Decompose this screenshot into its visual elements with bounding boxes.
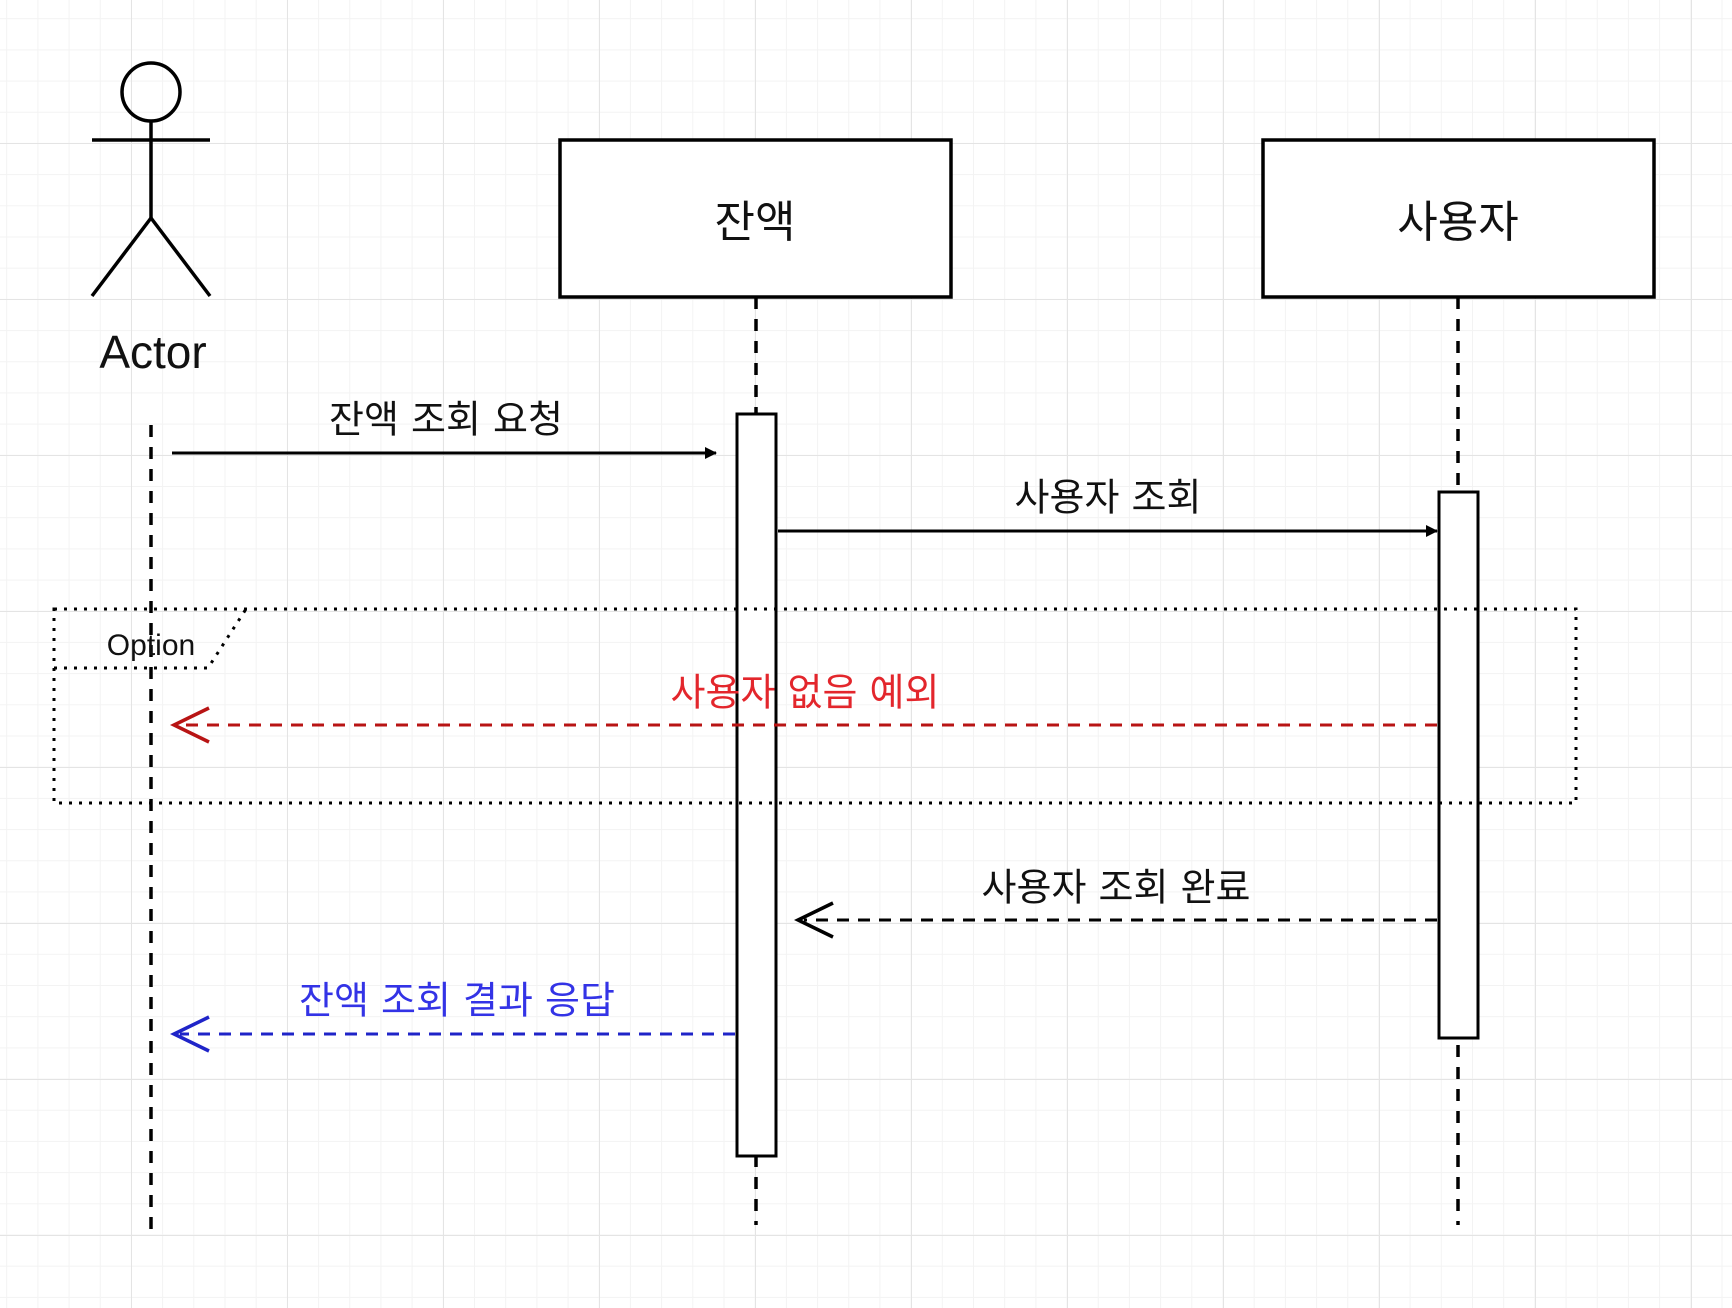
actor-left-leg bbox=[90, 216, 153, 298]
actor-label: Actor bbox=[99, 326, 207, 378]
balance-response-arrowhead bbox=[169, 1015, 210, 1053]
option-fragment-label: Option bbox=[106, 629, 196, 662]
user-activation-bar[interactable] bbox=[1437, 490, 1480, 1040]
balance-activation-bar[interactable] bbox=[735, 412, 778, 1158]
actor-right-leg bbox=[149, 216, 212, 298]
message-label-user-not-found: 사용자 없음 예외 bbox=[670, 670, 940, 715]
option-frame bbox=[52, 607, 1578, 805]
actor-figure[interactable] bbox=[90, 61, 212, 298]
option-fragment[interactable] bbox=[52, 607, 1578, 805]
actor-head bbox=[120, 61, 182, 123]
participant-box-user[interactable] bbox=[1261, 138, 1656, 299]
participant-label-balance: 잔액 bbox=[714, 197, 796, 248]
option-label-tab bbox=[54, 608, 248, 670]
message-label-user-lookup-complete: 사용자 조회 완료 bbox=[981, 865, 1251, 910]
message-label-balance-response: 잔액 조회 결과 응답 bbox=[299, 978, 615, 1023]
user-not-found-arrowhead bbox=[169, 706, 210, 744]
participant-label-user: 사용자 bbox=[1397, 197, 1519, 248]
user-lookup-complete-arrowhead bbox=[793, 901, 834, 939]
participant-box-balance[interactable] bbox=[558, 138, 953, 299]
message-label-balance-request: 잔액 조회 요청 bbox=[329, 397, 563, 442]
message-arrow-balance-response[interactable] bbox=[169, 1015, 735, 1053]
message-arrow-user-not-found[interactable] bbox=[169, 706, 1437, 744]
message-arrow-user-lookup-complete[interactable] bbox=[793, 901, 1437, 939]
message-label-user-lookup: 사용자 조회 bbox=[1014, 475, 1202, 520]
